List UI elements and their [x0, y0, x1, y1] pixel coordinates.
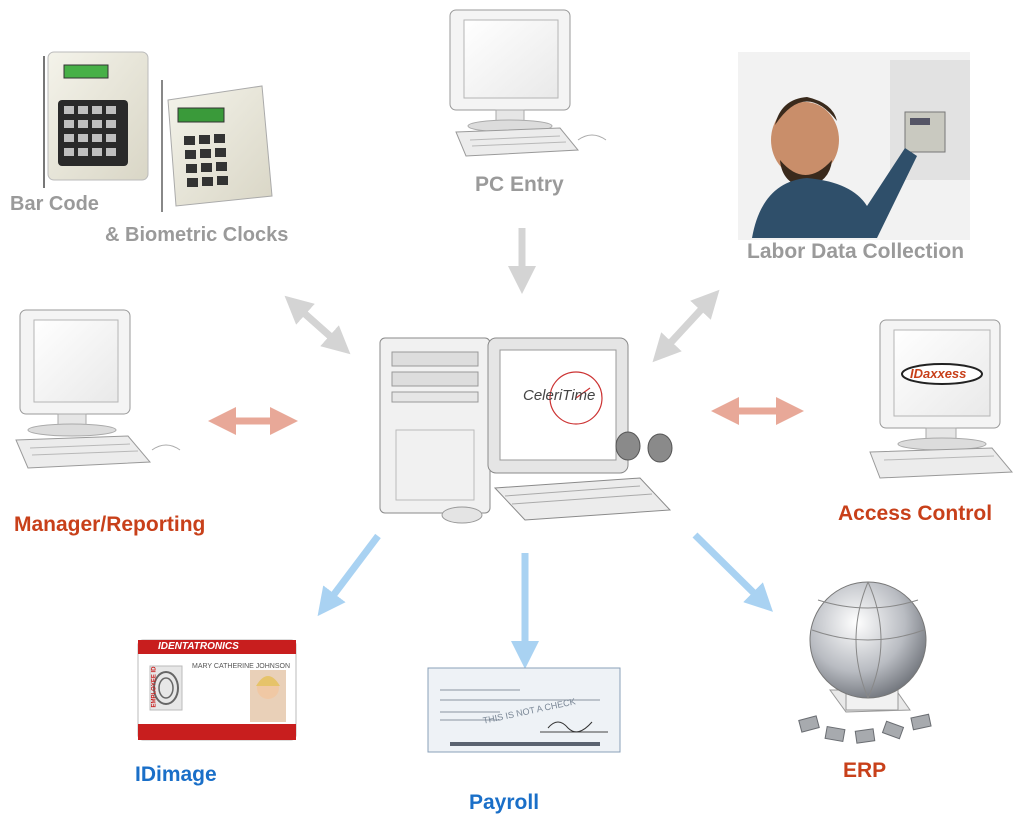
id-card-side-text: EMPLOYEE ID	[151, 666, 158, 708]
pc-entry-computer-image	[449, 9, 607, 157]
idaxxess-logo: IDaxxess	[910, 366, 967, 381]
access-control-label: Access Control	[838, 502, 993, 525]
id-card-name: MARY CATHERINE JOHNSON	[192, 663, 291, 670]
labor-data-collection-label: Labor Data Collection	[747, 240, 965, 263]
manager-reporting-label: Manager/Reporting	[14, 513, 206, 536]
id-card-brand: IDENTATRONICS	[158, 641, 239, 652]
arrow-barcode	[284, 295, 351, 355]
payroll-check-image	[427, 667, 621, 753]
arrow-labor	[652, 289, 720, 363]
biometric-clocks-label: & Biometric Clocks	[105, 224, 289, 246]
manager-computer-image	[15, 309, 181, 469]
arrow-erp	[692, 532, 773, 612]
access-control-computer-image	[869, 319, 1014, 479]
arrow-idimage	[317, 533, 381, 617]
erp-globe-image	[798, 581, 932, 744]
barcode-label: Bar Code	[10, 193, 99, 215]
id-card-image	[137, 639, 297, 741]
labor-worker-photo	[738, 52, 970, 240]
erp-label: ERP	[843, 759, 887, 782]
payroll-label: Payroll	[469, 791, 540, 814]
celeritime-server-image	[379, 337, 673, 524]
idimage-label: IDimage	[135, 763, 217, 786]
celeritime-brand: CeleriTime	[523, 387, 596, 404]
time-clock-image	[43, 51, 273, 212]
pc-entry-label: PC Entry	[475, 173, 564, 196]
